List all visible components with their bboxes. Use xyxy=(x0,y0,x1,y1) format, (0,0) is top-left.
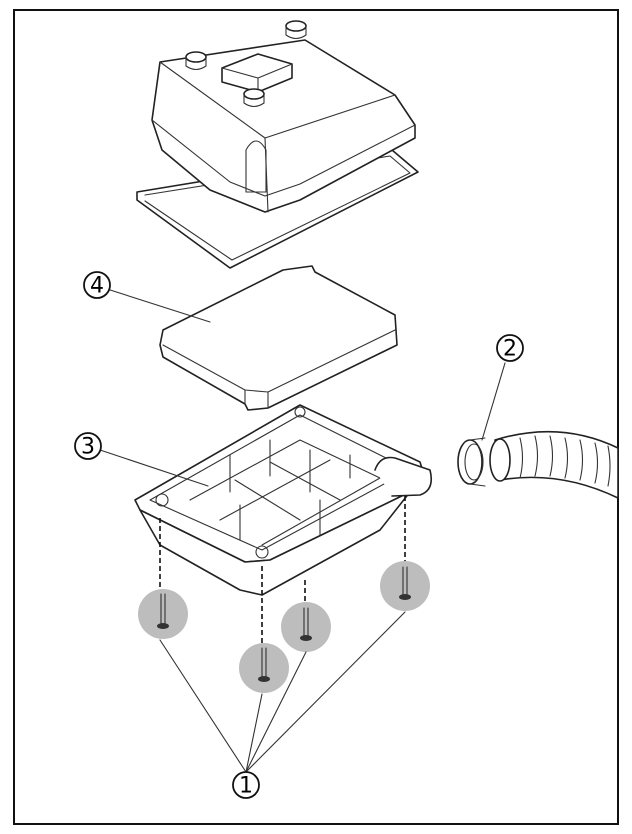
screw-1-b xyxy=(239,643,289,693)
callout-1: 1 xyxy=(232,771,260,799)
cover-screw-front xyxy=(243,88,265,108)
hose-clamp-part xyxy=(457,437,486,487)
callout-3-label: 3 xyxy=(81,435,95,460)
callout-3: 3 xyxy=(74,432,102,460)
housing-screws xyxy=(138,496,430,693)
screw-1-d xyxy=(380,561,430,611)
intake-hose xyxy=(489,430,619,499)
callout-2-label: 2 xyxy=(503,337,517,362)
filter-element-part xyxy=(159,265,398,411)
filter-cover xyxy=(136,20,419,269)
callout-4-label: 4 xyxy=(90,274,104,299)
callout-4: 4 xyxy=(83,271,111,299)
screw-1-a xyxy=(138,589,188,639)
callout-2: 2 xyxy=(496,334,524,362)
filter-housing-part xyxy=(134,404,433,596)
cover-screw-right xyxy=(285,20,307,40)
cover-screw-left xyxy=(185,51,207,71)
callout-1-label: 1 xyxy=(239,774,253,799)
leader-lines xyxy=(96,288,506,773)
screw-1-c xyxy=(281,602,331,652)
